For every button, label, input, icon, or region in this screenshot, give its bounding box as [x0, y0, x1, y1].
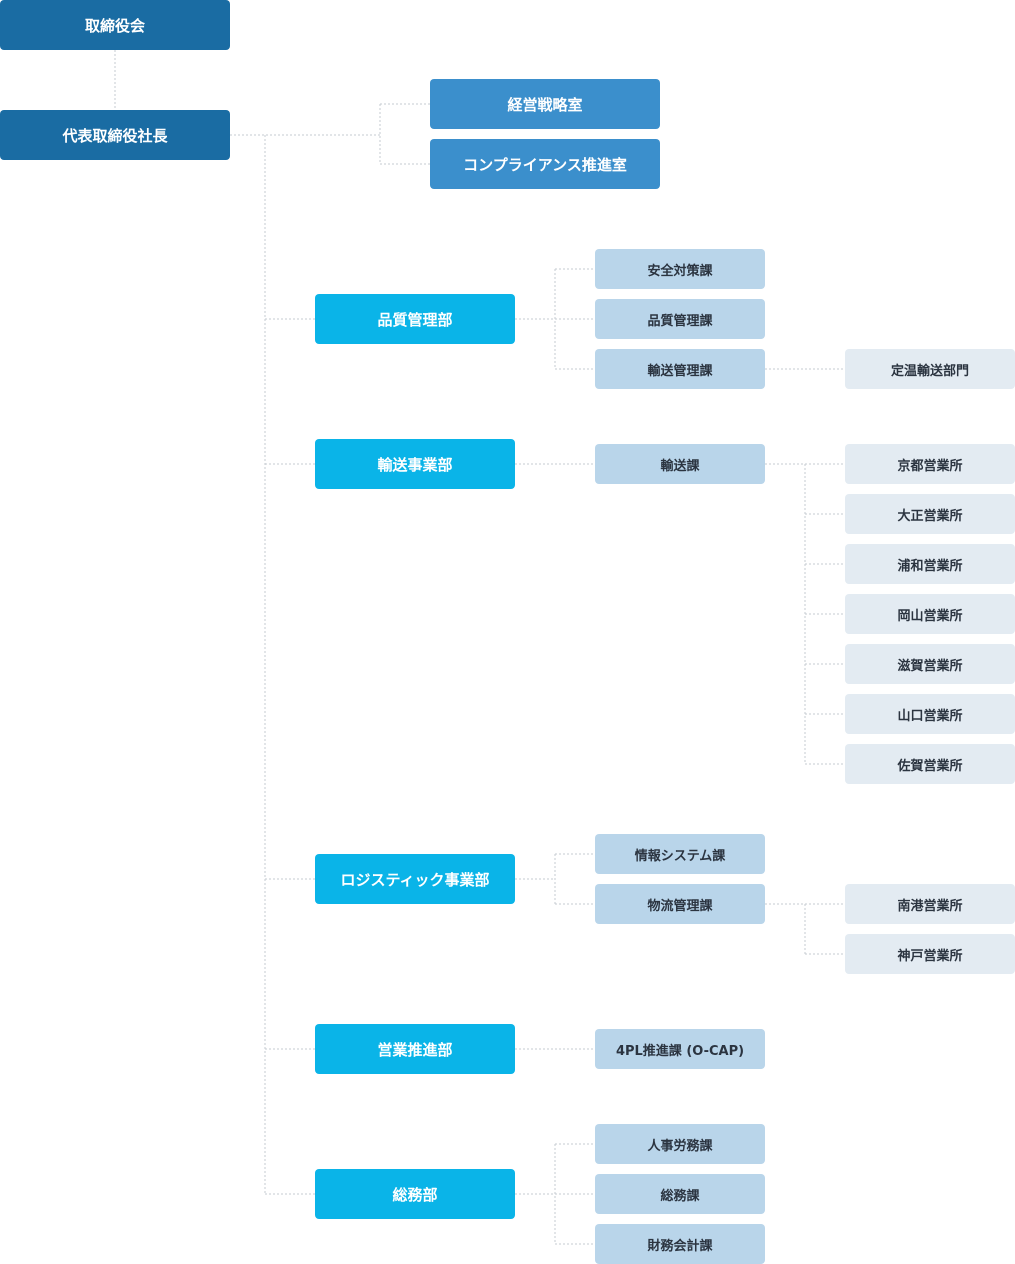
office-box: 神戸営業所	[845, 934, 1015, 974]
section-box: 輸送管理課	[595, 349, 765, 389]
section-box: 情報システム課	[595, 834, 765, 874]
department-box-transport: 輸送事業部	[315, 439, 515, 489]
compliance-office-box: コンプライアンス推進室	[430, 139, 660, 189]
department-box-logistics: ロジスティック事業部	[315, 854, 515, 904]
office-box: 佐賀営業所	[845, 744, 1015, 784]
office-box: 山口営業所	[845, 694, 1015, 734]
office-box: 大正営業所	[845, 494, 1015, 534]
board-of-directors-box: 取締役会	[0, 0, 230, 50]
office-box: 岡山営業所	[845, 594, 1015, 634]
department-box-general-affairs: 総務部	[315, 1169, 515, 1219]
section-box: 総務課	[595, 1174, 765, 1214]
office-box: 滋賀営業所	[845, 644, 1015, 684]
office-box: 浦和営業所	[845, 544, 1015, 584]
department-box-sales-promotion: 営業推進部	[315, 1024, 515, 1074]
section-box: 品質管理課	[595, 299, 765, 339]
section-box: 4PL推進課 (O-CAP)	[595, 1029, 765, 1069]
department-box-quality: 品質管理部	[315, 294, 515, 344]
section-box: 安全対策課	[595, 249, 765, 289]
office-box: 定温輸送部門	[845, 349, 1015, 389]
section-box: 物流管理課	[595, 884, 765, 924]
management-strategy-office-box: 経営戦略室	[430, 79, 660, 129]
office-box: 南港営業所	[845, 884, 1015, 924]
office-box: 京都営業所	[845, 444, 1015, 484]
section-box: 人事労務課	[595, 1124, 765, 1164]
section-box: 輸送課	[595, 444, 765, 484]
president-box: 代表取締役社長	[0, 110, 230, 160]
section-box: 財務会計課	[595, 1224, 765, 1264]
